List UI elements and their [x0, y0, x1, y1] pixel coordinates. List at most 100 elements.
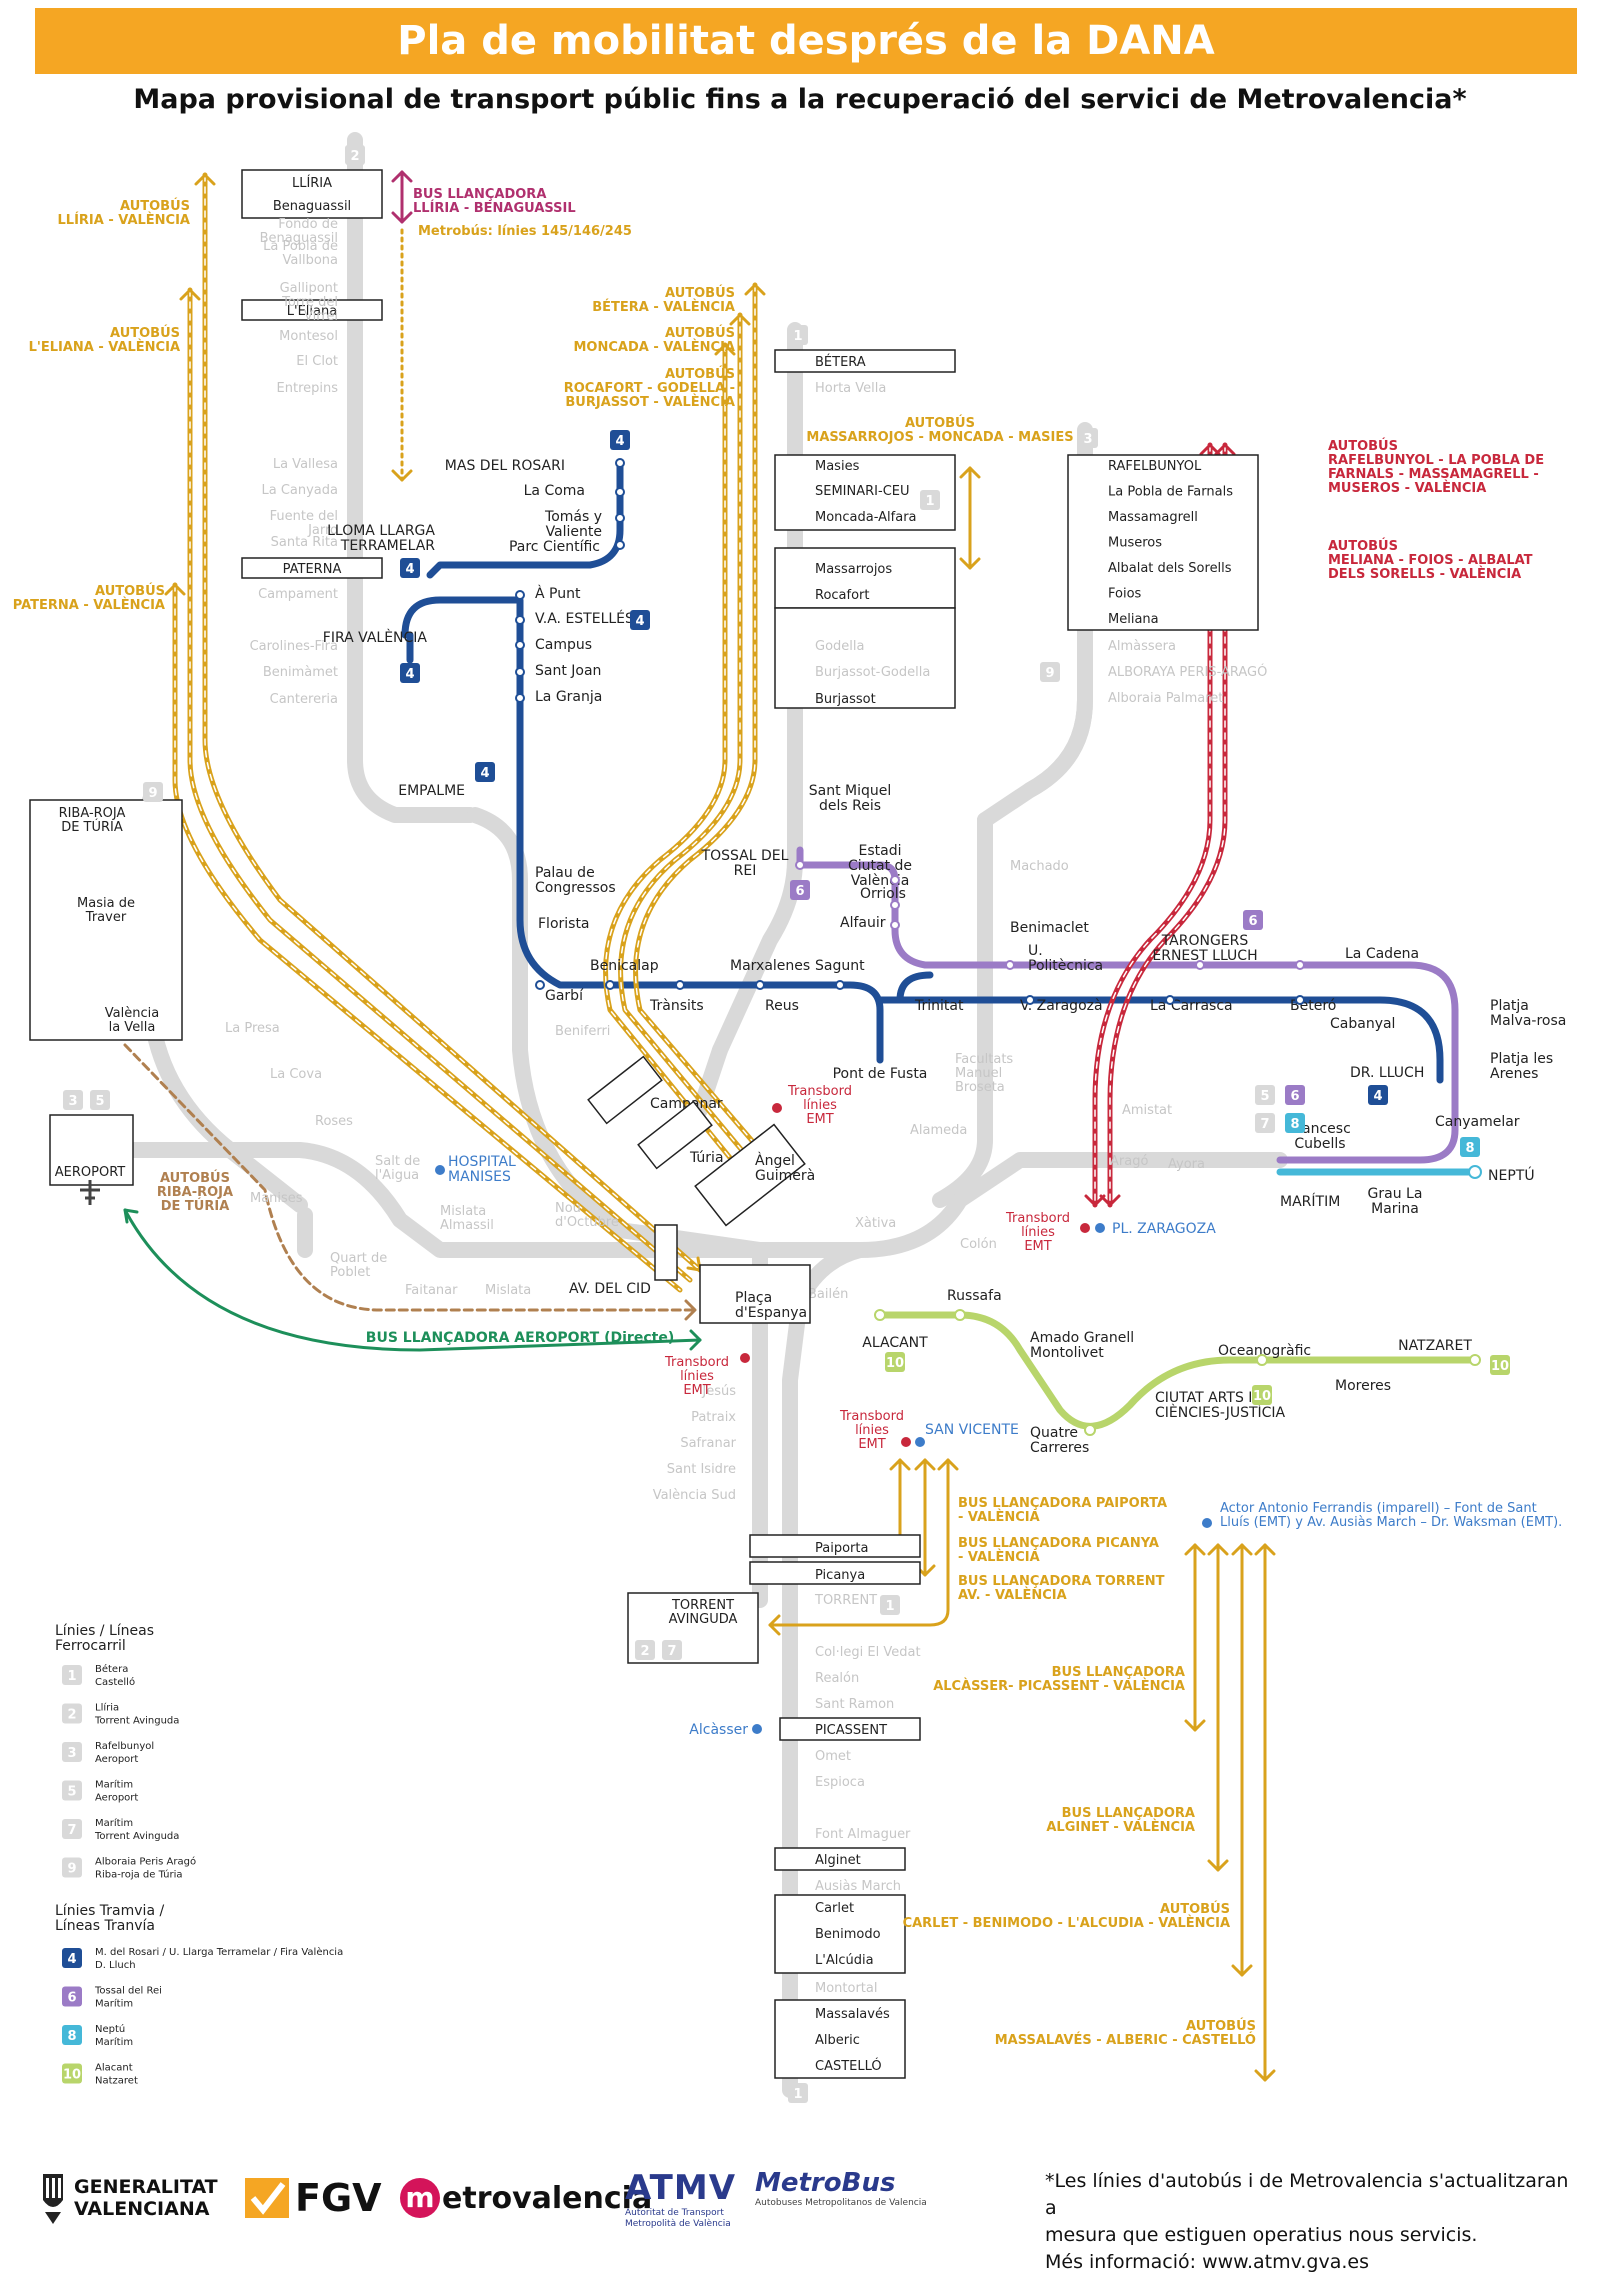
tram-l4-dot-2: [615, 513, 625, 523]
station-alginet-box: [774, 1847, 906, 1871]
tram-l4b-5: À Punt: [535, 585, 581, 602]
rail-badge-11-num: 1: [925, 494, 934, 509]
bus-meliana-inner: [1094, 444, 1211, 1206]
arrow-picanya-up: [914, 1458, 936, 1471]
station-line3-0: RAFELBUNYOL: [1108, 459, 1202, 474]
grey-station-l9-11: Xàtiva: [855, 1216, 896, 1231]
tram-badge-4-num: 4: [480, 766, 489, 781]
rail-badge-10: 1: [788, 2083, 808, 2103]
tram-badge-2-num: 4: [635, 614, 644, 629]
page-title: Pla de mobilitat després de la DANA: [397, 18, 1215, 64]
atmv-sub1: Autoritat de Transport: [625, 2208, 724, 2218]
arrow-aeroport-right: [689, 1329, 702, 1351]
rail-badge-6-box: [90, 1090, 110, 1110]
legend-rail-a-0: Bétera: [95, 1663, 128, 1675]
tram-badge-1-box: [400, 558, 420, 578]
tram-badge-6: 6: [1243, 910, 1263, 930]
rail-badge-3-box: [1040, 662, 1060, 682]
tram-l6-dot-6: [1295, 960, 1305, 970]
rail-badge-3-num: 9: [1045, 666, 1054, 681]
legend-rail-a-5: Alboraia Peris Aragó: [95, 1856, 196, 1868]
tram-badge-12: 8: [1460, 1137, 1480, 1157]
footnote-link[interactable]: Més informació: www.atmv.gva.es: [1045, 2251, 1369, 2273]
station-lliria-box: [241, 169, 383, 219]
blue-dot-zaragoza: [1095, 1223, 1105, 1233]
legend-tram-a-2: Neptú: [95, 2023, 125, 2035]
alcasser-label: Alcàsser: [689, 1722, 748, 1738]
grey-station-l1s-5: TORRENT: [814, 1593, 877, 1608]
tram-l10-dot-2: [1084, 1424, 1096, 1436]
hospital-dot: [435, 1165, 445, 1175]
tram-l8-neptu: NEPTÚ: [1488, 1166, 1535, 1184]
station-line3-5: Foios: [1108, 587, 1142, 602]
grey-station-l9-18: Bailén: [808, 1287, 848, 1302]
tram-badge-15-box: [1490, 1355, 1510, 1375]
legend-tram-b-0: D. Lluch: [95, 1960, 136, 1971]
tram-l6-3: Orriols: [860, 886, 906, 902]
rail-badge-9-box: [880, 1595, 900, 1615]
station-betera-box: [774, 349, 956, 373]
arrow-lliria: [194, 173, 216, 186]
grey-station-l9-15: Aragó: [1110, 1154, 1148, 1169]
tram-l10-7: NATZARET: [1398, 1338, 1472, 1354]
tram-badge-11-num: 4: [1373, 1089, 1382, 1104]
tram-badge-6-num: 6: [1248, 914, 1257, 929]
legend-rail-badge-1-num: 2: [67, 1708, 76, 1723]
tram-l4-rosari: [426, 459, 624, 579]
grey-station-l9-12: Alameda: [910, 1123, 967, 1138]
tram-l4b-9: Sant Joan: [535, 663, 601, 679]
arrow-alginet-up: [1207, 1543, 1229, 1556]
grey-station-l9-0: La Presa: [225, 1021, 280, 1036]
alcasser-dot: [752, 1724, 762, 1734]
legend-rail-badge-4-num: 7: [67, 1823, 76, 1838]
arrow-meliana: [1199, 443, 1221, 456]
arrow-massarrojos-down: [959, 557, 981, 570]
tram-l4b-11: EMPALME: [398, 783, 465, 799]
tram-badge-2-box: [630, 610, 650, 630]
legend-tram-title: Línies Tramvia /Líneas Tranvía: [55, 1903, 164, 1934]
station-line3-2: Massamagrell: [1108, 510, 1198, 525]
station-picanya-box: [749, 1561, 921, 1585]
station-picassent-box: [779, 1717, 921, 1741]
tram-badge-7-box: [1255, 1085, 1275, 1105]
gv-line2: VALENCIANA: [74, 2198, 210, 2220]
grey-machado: Machado: [1010, 859, 1069, 874]
tram-l4-dot-3: [615, 540, 625, 550]
tram-l6-13: MARÍTIM: [1280, 1193, 1340, 1210]
atmv-text: ATMV: [625, 2168, 737, 2208]
tram-badge-8-box: [1285, 1085, 1305, 1105]
stop-zaragoza: PL. ZARAGOZA: [1112, 1221, 1216, 1237]
grey-station-l9-16: Ayora: [1168, 1157, 1205, 1172]
rail-badge-8-box: [662, 1640, 682, 1660]
legend-rail-badge-1: 2: [62, 1703, 82, 1724]
arrow-aeroport-left: [123, 1208, 139, 1224]
rail-marítim: [852, 1152, 1288, 1258]
tram-l4m-11: V. Zaragozà: [1020, 998, 1103, 1014]
label-bus-paiporta: BUS LLANÇADORA PAIPORTA- VALÈNCIA: [958, 1496, 1167, 1525]
legend-rail-badge-2-num: 3: [67, 1746, 76, 1761]
arrow-carlet-down: [1231, 1964, 1253, 1977]
stop-avcid: AV. DEL CID: [569, 1281, 651, 1297]
emt-dot-guimera: [772, 1103, 782, 1113]
rail-line3-south: [932, 812, 993, 1208]
legend-rail-badge-2: 3: [62, 1742, 82, 1762]
rail-badge-0-box: [788, 325, 808, 345]
arrow-metrobus: [391, 469, 413, 482]
tram-l4m-dot-1: [605, 980, 615, 990]
grey-station-l2-6: La Vallesa: [273, 457, 338, 472]
rail-badge-5-box: [63, 1090, 83, 1110]
